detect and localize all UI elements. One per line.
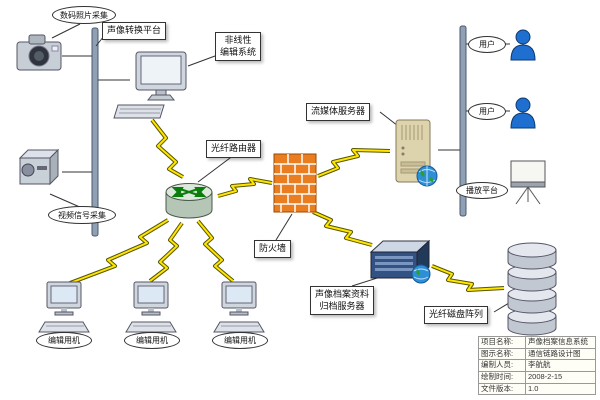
- label-stream-server-text: 流媒体服务器: [311, 106, 366, 116]
- label-firewall: 防火墙: [254, 240, 292, 258]
- label-stream-server: 流媒体服务器: [306, 103, 371, 121]
- label-nle-line1: 非线性: [224, 35, 252, 45]
- person-icon: [510, 97, 536, 129]
- label-video-capture: 视频信号采集: [48, 206, 116, 224]
- title-block-row: 项目名称: 声像档案信息系统: [478, 336, 596, 349]
- firewall-icon: [273, 153, 317, 213]
- label-nle-line2: 编辑系统: [220, 46, 257, 57]
- title-block-value: 声像档案信息系统: [525, 336, 596, 349]
- title-block-row: 图示名称: 通信链路设计图: [478, 347, 596, 361]
- label-av-platform-text: 声像转换平台: [107, 25, 162, 35]
- label-pc2-text: 编辑用机: [136, 336, 168, 345]
- video-capture-icon: [18, 148, 60, 186]
- label-photo-capture-text: 数码照片采集: [60, 10, 108, 20]
- title-block-row: 文件版本: 1.0: [478, 382, 596, 396]
- label-photo-capture: 数码照片采集: [52, 6, 116, 24]
- camera-icon: [16, 34, 62, 71]
- label-nle-system: 非线性 编辑系统: [215, 32, 262, 62]
- right-bus-bar: [459, 25, 467, 217]
- rack-server-icon: [369, 239, 431, 284]
- pc-icon: [213, 281, 265, 333]
- title-block-label: 文件版本:: [478, 382, 526, 396]
- label-router-text: 光纤路由器: [211, 143, 257, 153]
- keyboard-icon: [113, 104, 165, 119]
- label-pc3: 编辑用机: [212, 332, 268, 349]
- label-user-mid: 用户: [468, 103, 506, 120]
- pc-icon: [125, 281, 177, 333]
- label-disk-array-text: 光纤磁盘阵列: [429, 309, 484, 319]
- disk-array-icon: [507, 242, 557, 336]
- title-block-row: 绘制时间: 2008-2-15: [478, 370, 596, 384]
- tower-server-icon: [395, 119, 438, 187]
- person-icon: [510, 29, 536, 61]
- label-archive-line1: 声像档案资料: [315, 289, 370, 299]
- label-play-platform-text: 播放平台: [466, 186, 498, 195]
- title-block-label: 项目名称:: [478, 336, 526, 349]
- label-user-mid-text: 用户: [479, 107, 495, 116]
- label-pc2: 编辑用机: [124, 332, 180, 349]
- title-block: 项目名称: 声像档案信息系统 图示名称: 通信链路设计图 编制人员: 李航航 绘…: [478, 336, 596, 396]
- label-av-platform: 声像转换平台: [102, 22, 167, 40]
- pc-icon: [38, 281, 90, 333]
- label-user-top: 用户: [468, 36, 506, 53]
- title-block-value: 1.0: [525, 382, 596, 396]
- label-video-capture-text: 视频信号采集: [58, 210, 106, 220]
- label-user-top-text: 用户: [479, 40, 495, 49]
- screen-icon: [510, 160, 546, 205]
- label-pc1-text: 编辑用机: [48, 336, 80, 345]
- title-block-label: 编制人员:: [478, 359, 526, 372]
- title-block-label: 绘制时间:: [478, 370, 526, 384]
- label-archive-line2: 归档服务器: [319, 300, 365, 311]
- router-icon: [165, 183, 213, 219]
- title-block-label: 图示名称:: [478, 347, 526, 361]
- label-router: 光纤路由器: [206, 140, 262, 158]
- label-firewall-text: 防火墙: [259, 243, 287, 253]
- label-disk-array: 光纤磁盘阵列: [424, 306, 489, 324]
- workstation-monitor-icon: [135, 51, 187, 101]
- label-play-platform: 播放平台: [456, 182, 508, 199]
- title-block-value: 通信链路设计图: [525, 347, 596, 361]
- title-block-value: 2008-2-15: [525, 370, 596, 384]
- label-archive-server: 声像档案资料 归档服务器: [310, 286, 375, 316]
- title-block-row: 编制人员: 李航航: [478, 359, 596, 372]
- lightning-links: [69, 118, 505, 292]
- left-bus-bar: [91, 27, 99, 237]
- title-block-value: 李航航: [525, 359, 596, 372]
- label-pc1: 编辑用机: [36, 332, 92, 349]
- label-pc3-text: 编辑用机: [224, 336, 256, 345]
